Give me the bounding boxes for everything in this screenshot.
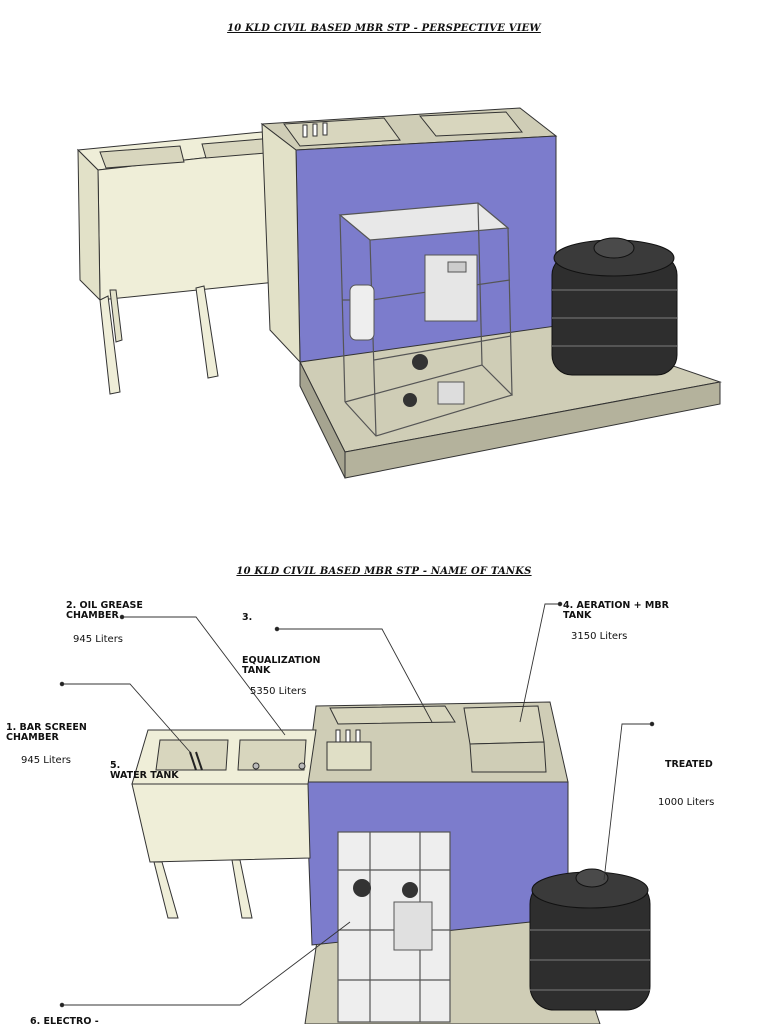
inlet-pipe	[345, 729, 351, 743]
inlet-box	[326, 741, 372, 771]
inlet-pipe	[302, 124, 308, 138]
perspective-illustration	[76, 107, 722, 479]
motor	[412, 354, 428, 370]
outlet	[298, 762, 306, 770]
main-tank-left-face	[261, 122, 301, 364]
motor	[402, 882, 418, 898]
inlet-pipe	[312, 123, 318, 137]
raised-tank-side	[77, 148, 101, 302]
oil-grease-label: 2. OIL GREASE CHAMBER	[66, 600, 143, 621]
tank-leg	[231, 859, 253, 919]
electro-label: 6. ELECTRO -	[30, 1016, 99, 1027]
aeration-volume: 3150 Liters	[571, 631, 628, 642]
perspective-view-title: 10 KLD CIVIL BASED MBR STP - PERSPECTIVE…	[227, 23, 541, 34]
equalization-opening	[329, 705, 456, 725]
motor	[403, 393, 417, 407]
pump	[437, 381, 465, 405]
raised-tank-front	[131, 783, 311, 863]
bar-screen	[189, 751, 197, 771]
treated-tank	[529, 868, 651, 1011]
inlet-pipe	[355, 729, 361, 743]
tank-leg	[195, 285, 219, 379]
motor	[353, 879, 371, 897]
oil-grease-opening	[237, 739, 307, 771]
bar-screen	[195, 751, 203, 771]
main-tank-purple-face	[295, 135, 557, 363]
equalization-number: 3.	[242, 612, 253, 623]
tank-leg	[109, 289, 123, 343]
tank-names-title: 10 KLD CIVIL BASED MBR STP - NAME OF TAN…	[236, 566, 532, 577]
water-tank-label: WATER TANK	[110, 770, 179, 781]
main-tank-opening-2	[418, 111, 524, 137]
aeration-opening-inner	[469, 741, 547, 773]
inlet-pipe	[335, 729, 341, 743]
equalization-volume: 5350 Liters	[250, 686, 307, 697]
vessel	[349, 284, 375, 341]
outlet	[252, 762, 260, 770]
inlet-pipe	[322, 122, 328, 136]
oil-grease-volume: 945 Liters	[73, 634, 124, 645]
tank-leg	[99, 295, 121, 395]
equalization-label: EQUALIZATION TANK	[242, 655, 321, 676]
aeration-opening	[463, 705, 545, 745]
control-panel	[393, 901, 433, 951]
bar-screen-volume: 945 Liters	[21, 755, 72, 766]
treated-tank-top-view	[551, 237, 678, 376]
tank-leg	[153, 861, 179, 919]
bar-screen-label: 1. BAR SCREEN CHAMBER	[6, 722, 87, 743]
leader-lines	[59, 601, 655, 1008]
raised-tank-opening-1	[99, 145, 185, 169]
panel-screen	[447, 261, 467, 273]
base-slab-left	[299, 361, 346, 479]
tanks-illustration	[59, 601, 655, 1024]
aeration-label: 4. AERATION + MBR TANK	[563, 600, 669, 621]
water-tank-number: 5.	[110, 760, 121, 771]
treated-volume: 1000 Liters	[658, 797, 715, 808]
treated-label: TREATED	[665, 759, 713, 770]
